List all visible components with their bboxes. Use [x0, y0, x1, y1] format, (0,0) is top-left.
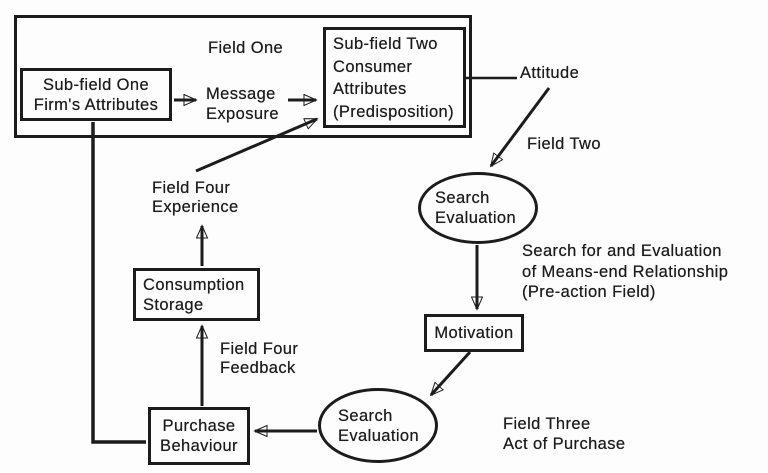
field-one-frame: [14, 15, 472, 138]
field-four-feedback-line2: Feedback: [220, 359, 296, 377]
subfield-two-box: Sub-field Two Consumer Attributes (Predi…: [323, 27, 466, 128]
field-four-experience-line2: Experience: [152, 198, 239, 216]
motivation-box: Motivation: [424, 314, 524, 352]
search-upper-line1: Search: [435, 189, 490, 207]
subfield-one-line1: Sub-field One: [42, 75, 150, 94]
arrow-attitude-to-search-upper: [489, 87, 551, 166]
storage-line: Storage: [143, 295, 204, 314]
pre-action-line1: Search for and Evaluation: [522, 242, 722, 260]
attitude-label: Attitude: [520, 64, 580, 82]
pre-action-line2: of Means-end Relationship: [522, 262, 729, 281]
field-three-note: Field Three Act of Purchase: [503, 414, 625, 454]
field-two-label: Field Two: [527, 135, 601, 153]
behaviour-line: Behaviour: [160, 437, 238, 455]
subfield-one-box: Sub-field One Firm's Attributes: [20, 68, 172, 121]
arrow-experience-to-subfield-two: [195, 117, 317, 173]
field-three-line2: Act of Purchase: [503, 435, 626, 453]
purchase-behaviour-box: Purchase Behaviour: [148, 407, 250, 465]
subfield-two-line4: (Predisposition): [333, 102, 455, 121]
consumption-line: Consumption: [143, 275, 245, 294]
subfield-two-line2: Consumer: [333, 57, 413, 76]
purchase-line: Purchase: [162, 417, 236, 435]
subfield-two-line3: Attributes: [333, 80, 407, 98]
search-evaluation-lower-ellipse: Search Evaluation: [318, 388, 438, 463]
search-upper-line2: Evaluation: [435, 209, 517, 227]
field-three-line1: Field Three: [503, 415, 591, 433]
search-evaluation-upper-ellipse: Search Evaluation: [418, 172, 538, 244]
field-four-feedback-note: Field Four Feedback: [220, 340, 298, 378]
message-line: Message: [206, 85, 276, 103]
search-lower-line1: Search: [338, 406, 393, 425]
message-exposure-label: Message Exposure: [206, 84, 279, 124]
exposure-line: Exposure: [206, 105, 279, 123]
consumption-storage-box: Consumption Storage: [133, 268, 260, 321]
field-one-label: Field One: [208, 39, 284, 57]
subfield-two-line1: Sub-field Two: [333, 35, 438, 53]
pre-action-note: Search for and Evaluation of Means-end R…: [522, 241, 728, 303]
pre-action-line3: (Pre-action Field): [522, 283, 656, 301]
field-four-experience-note: Field Four Experience: [152, 179, 239, 217]
arrow-motivation-to-search-lower: [431, 350, 472, 395]
search-lower-line2: Evaluation: [338, 426, 420, 445]
subfield-one-line2: Firm's Attributes: [33, 95, 159, 114]
field-four-experience-line1: Field Four: [152, 179, 231, 197]
field-four-feedback-line1: Field Four: [220, 340, 299, 358]
line-feedback-firm-to-purchase: [91, 122, 146, 444]
motivation-label: Motivation: [434, 324, 514, 342]
